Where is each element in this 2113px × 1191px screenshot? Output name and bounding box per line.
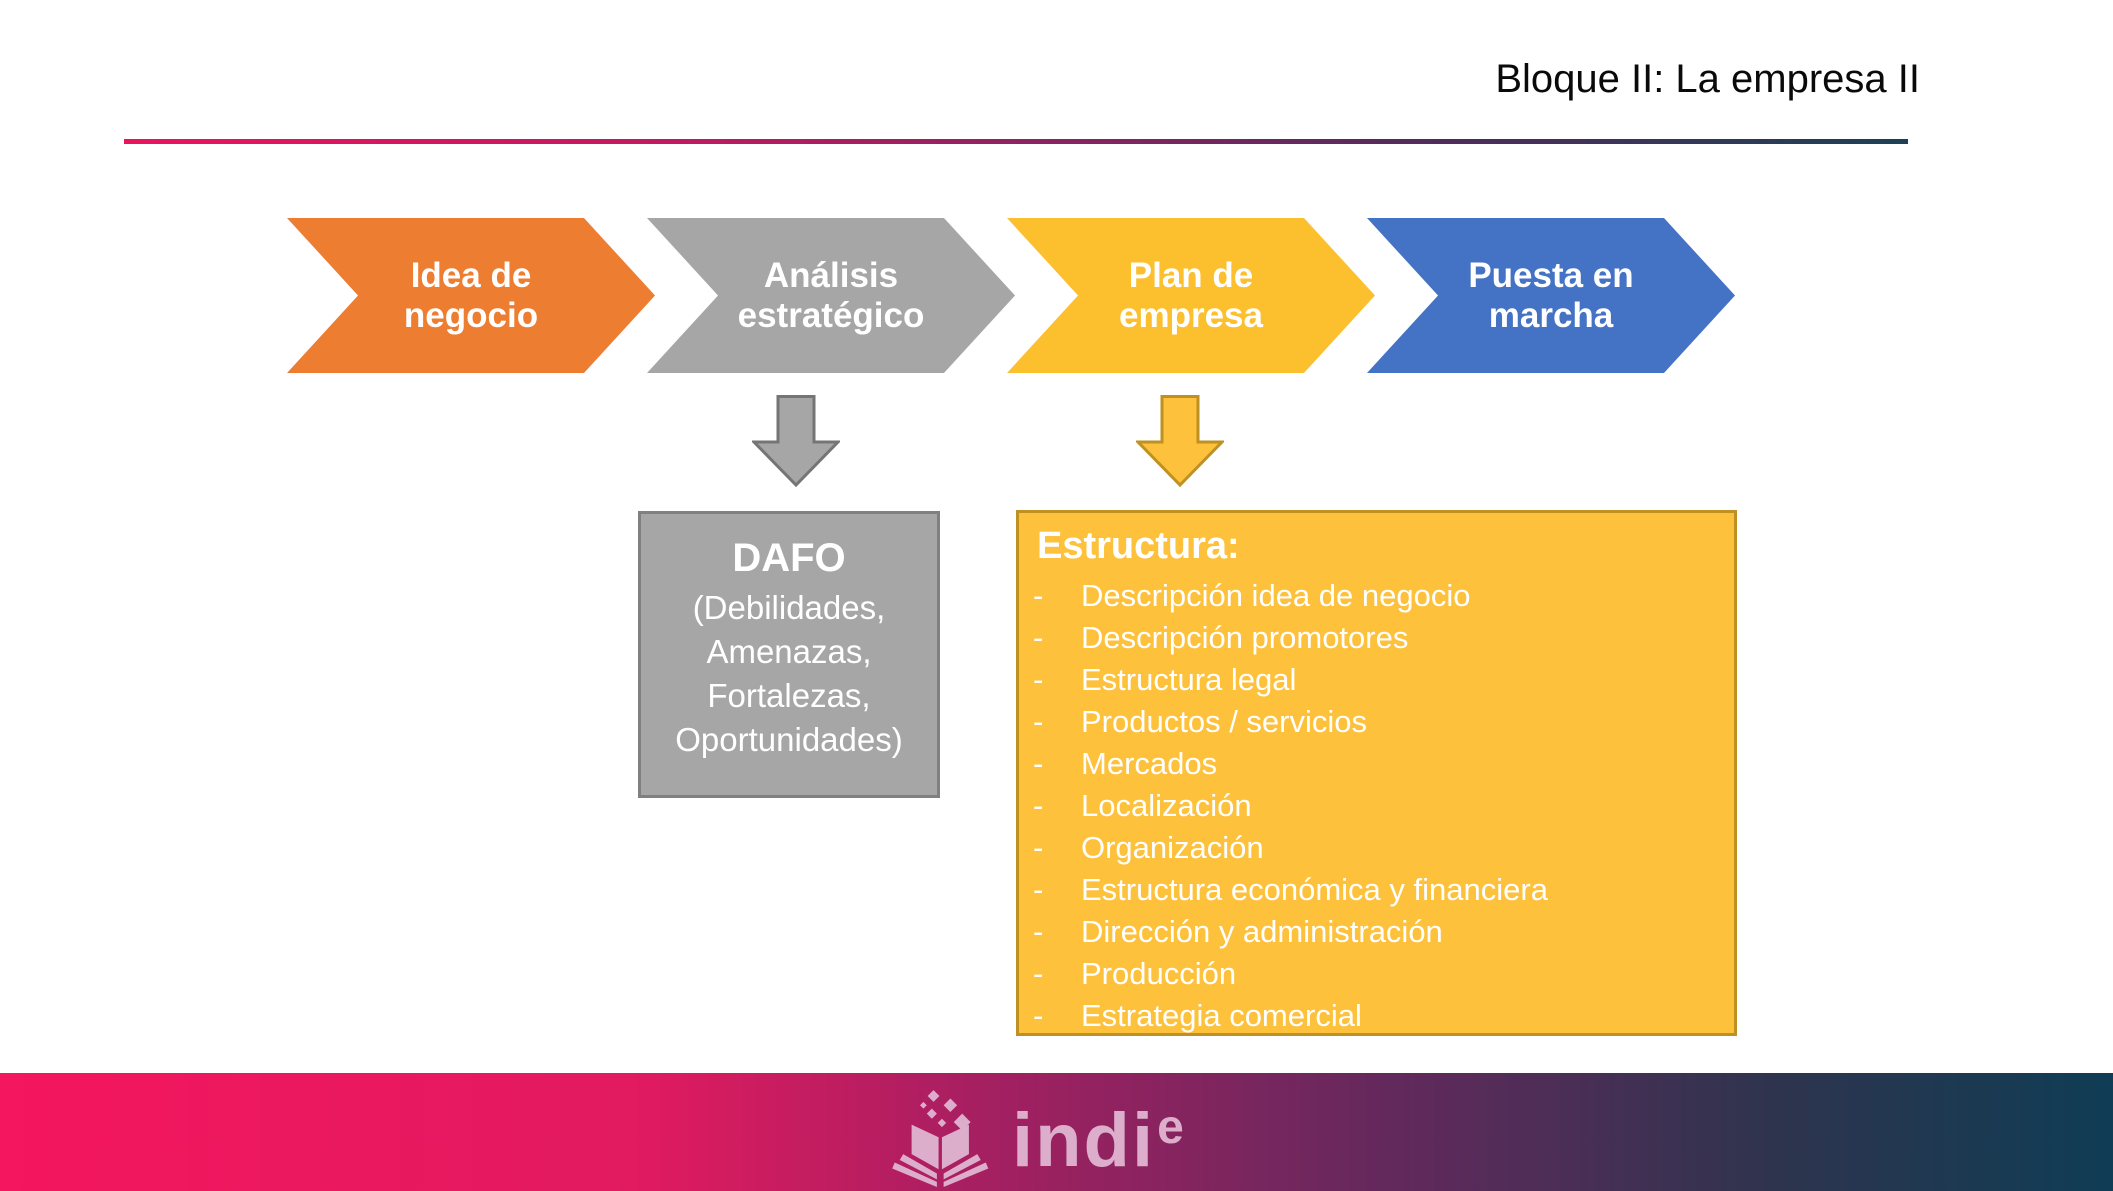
down-arrow-icon: [752, 395, 840, 487]
list-item-text: Dirección y administración: [1081, 914, 1443, 949]
list-item-text: Productos / servicios: [1081, 704, 1367, 739]
list-bullet: -: [1033, 788, 1044, 823]
list-item: - Descripción idea de negocio: [1033, 575, 1724, 617]
list-item-text: Estrategia comercial: [1081, 998, 1362, 1033]
list-item-text: Organización: [1081, 830, 1264, 865]
list-bullet: -: [1033, 998, 1044, 1033]
process-step-label-line1: Análisis: [763, 255, 899, 295]
dafo-line: Fortalezas,: [707, 677, 871, 714]
list-bullet: -: [1033, 662, 1044, 697]
list-item-text: Localización: [1081, 788, 1252, 823]
list-item: - Estructura económica y financiera: [1033, 869, 1724, 911]
list-item: - Mercados: [1033, 743, 1724, 785]
list-item-text: Mercados: [1081, 746, 1218, 781]
list-item-text: Producción: [1081, 956, 1237, 991]
footer-band: indi e: [0, 1073, 2113, 1191]
list-item: - Estrategia comercial: [1033, 995, 1724, 1037]
list-item-text: Estructura económica y financiera: [1081, 872, 1548, 907]
process-step-analisis-estrategico: Análisis estratégico: [647, 218, 1015, 373]
dafo-box: DAFO (Debilidades, Amenazas, Fortalezas,…: [638, 511, 940, 798]
list-item: - Producción: [1033, 953, 1724, 995]
process-step-plan-de-empresa: Plan de empresa: [1007, 218, 1375, 373]
process-step-label-line1: Puesta en: [1468, 255, 1634, 295]
indie-logo: indi e: [888, 1075, 1184, 1189]
open-book-icon: [892, 1090, 989, 1187]
dafo-line: Amenazas,: [706, 633, 872, 670]
logo-superscript-e: e: [1157, 1101, 1184, 1154]
list-item: - Estructura legal: [1033, 659, 1724, 701]
list-bullet: -: [1033, 830, 1044, 865]
list-item-text: Descripción idea de negocio: [1081, 578, 1471, 613]
title-divider-line: [124, 139, 1908, 144]
process-step-label-line1: Idea de: [410, 255, 532, 295]
list-bullet: -: [1033, 746, 1044, 781]
list-item: - Descripción promotores: [1033, 617, 1724, 659]
estructura-list: - Descripción idea de negocio - Descripc…: [1033, 575, 1724, 1037]
list-bullet: -: [1033, 578, 1044, 613]
list-bullet: -: [1033, 956, 1044, 991]
list-item: - Organización: [1033, 827, 1724, 869]
list-bullet: -: [1033, 620, 1044, 655]
list-bullet: -: [1033, 914, 1044, 949]
dafo-title: DAFO: [732, 536, 846, 580]
estructura-box: Estructura: - Descripción idea de negoci…: [1016, 510, 1737, 1036]
process-step-label-line2: estratégico: [737, 295, 925, 335]
list-item: - Dirección y administración: [1033, 911, 1724, 953]
list-item-text: Estructura legal: [1081, 662, 1297, 697]
list-item: - Productos / servicios: [1033, 701, 1724, 743]
process-step-idea-de-negocio: Idea de negocio: [287, 218, 655, 373]
list-bullet: -: [1033, 872, 1044, 907]
process-step-label-line2: marcha: [1488, 295, 1614, 335]
process-step-label-line1: Plan de: [1128, 255, 1254, 295]
dafo-line: (Debilidades,: [692, 589, 886, 626]
process-step-label-line2: negocio: [403, 295, 539, 335]
process-step-label-line2: empresa: [1119, 295, 1263, 335]
logo-wordmark: indi: [1012, 1098, 1156, 1183]
list-item: - Localización: [1033, 785, 1724, 827]
process-step-puesta-en-marcha: Puesta en marcha: [1367, 218, 1735, 373]
list-bullet: -: [1033, 704, 1044, 739]
list-item-text: Descripción promotores: [1081, 620, 1409, 655]
dafo-line: Oportunidades): [675, 721, 903, 758]
down-arrow-icon: [1136, 395, 1224, 487]
estructura-title: Estructura:: [1037, 525, 1240, 567]
slide-title: Bloque II: La empresa II: [1495, 57, 1920, 101]
